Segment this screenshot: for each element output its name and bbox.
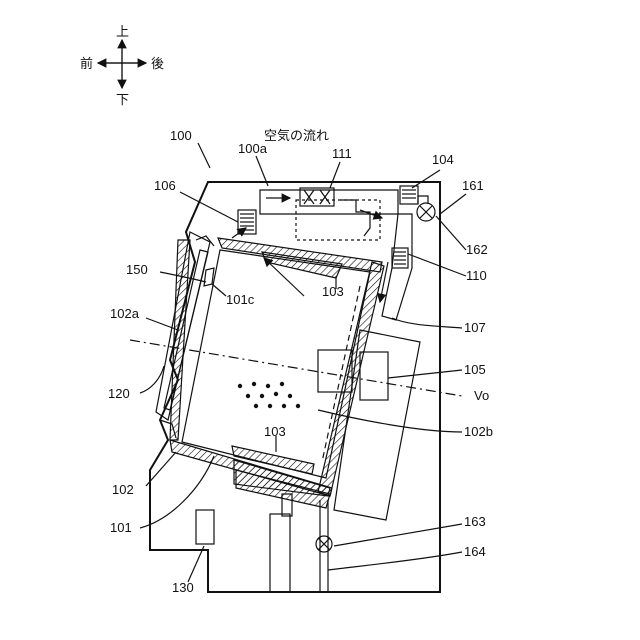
valve-163 xyxy=(316,536,332,552)
label-102: 102 xyxy=(112,482,134,497)
compass-down-label: 下 xyxy=(116,93,129,108)
label-101: 101 xyxy=(110,520,132,535)
compass-front-label: 前 xyxy=(80,56,93,72)
label-102b: 102b xyxy=(464,424,493,439)
label-106: 106 xyxy=(154,178,176,193)
fan-111 xyxy=(300,188,334,206)
condenser-pipe xyxy=(340,200,370,236)
airflow-arrow-5 xyxy=(232,228,246,238)
label-150: 150 xyxy=(126,262,148,277)
valve-161 xyxy=(417,196,435,221)
label-airflow: 空気の流れ xyxy=(264,128,329,144)
label-100a: 100a xyxy=(238,141,268,156)
coil-106 xyxy=(238,210,256,234)
compass-up-label: 上 xyxy=(116,25,129,40)
door-hinge-top xyxy=(196,236,214,246)
latch-101c xyxy=(204,268,214,286)
label-104: 104 xyxy=(432,152,454,167)
cabinet-outline xyxy=(150,182,440,592)
label-103-top: 103 xyxy=(322,284,344,299)
label-vo: Vo xyxy=(474,388,489,403)
drum-perforations xyxy=(238,382,300,408)
motor-part-right xyxy=(360,352,388,400)
label-111: 111 xyxy=(332,146,352,161)
label-102a: 102a xyxy=(110,306,140,321)
label-161: 161 xyxy=(462,178,484,193)
label-120: 120 xyxy=(108,386,130,401)
label-162: 162 xyxy=(466,242,488,257)
label-110: 110 xyxy=(466,268,487,283)
pump-column xyxy=(270,514,290,592)
label-163: 163 xyxy=(464,514,486,529)
label-130: 130 xyxy=(172,580,194,595)
compass-back-label: 後 xyxy=(151,57,164,72)
label-107: 107 xyxy=(464,320,486,335)
label-101c: 101c xyxy=(226,292,255,307)
label-105: 105 xyxy=(464,362,486,377)
label-164: 164 xyxy=(464,544,486,559)
label-100: 100 xyxy=(170,128,192,143)
component-130 xyxy=(196,510,214,544)
label-103-bottom: 103 xyxy=(264,424,286,439)
coil-104 xyxy=(400,186,418,204)
direction-compass: 上 下 前 後 xyxy=(80,25,164,108)
